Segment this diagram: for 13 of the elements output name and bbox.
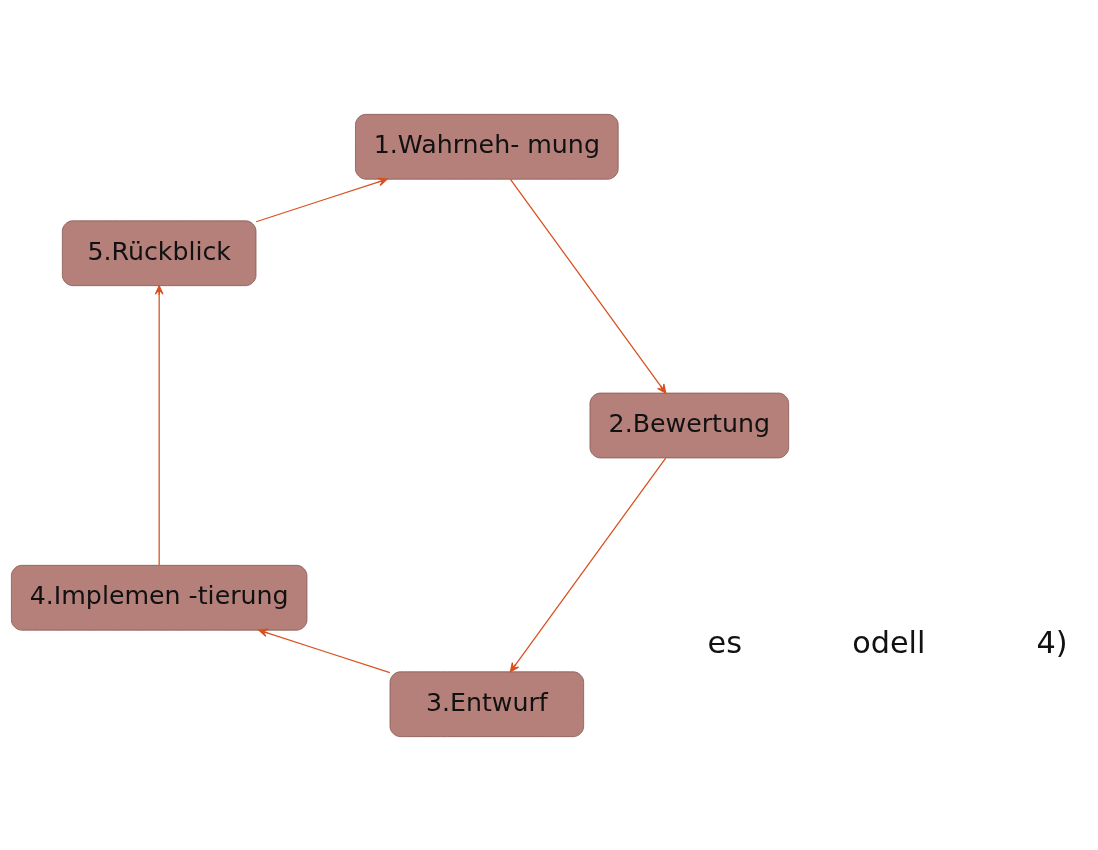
node-box: 1.Wahrneh- mung [355, 113, 619, 180]
node-box: 4.Implemen -tierung [11, 564, 308, 631]
label: odell [852, 624, 926, 660]
arrow [255, 177, 388, 222]
node-box: 5.Rückblick [61, 219, 257, 286]
node-box: 3.Entwurf [389, 670, 585, 737]
label: 4) [1036, 624, 1068, 660]
arrow [509, 178, 667, 394]
arrow [154, 284, 164, 566]
label: es [707, 624, 742, 660]
arrow [258, 628, 391, 673]
node-box: 2.Bewertung [589, 392, 790, 458]
arrow [509, 456, 667, 672]
